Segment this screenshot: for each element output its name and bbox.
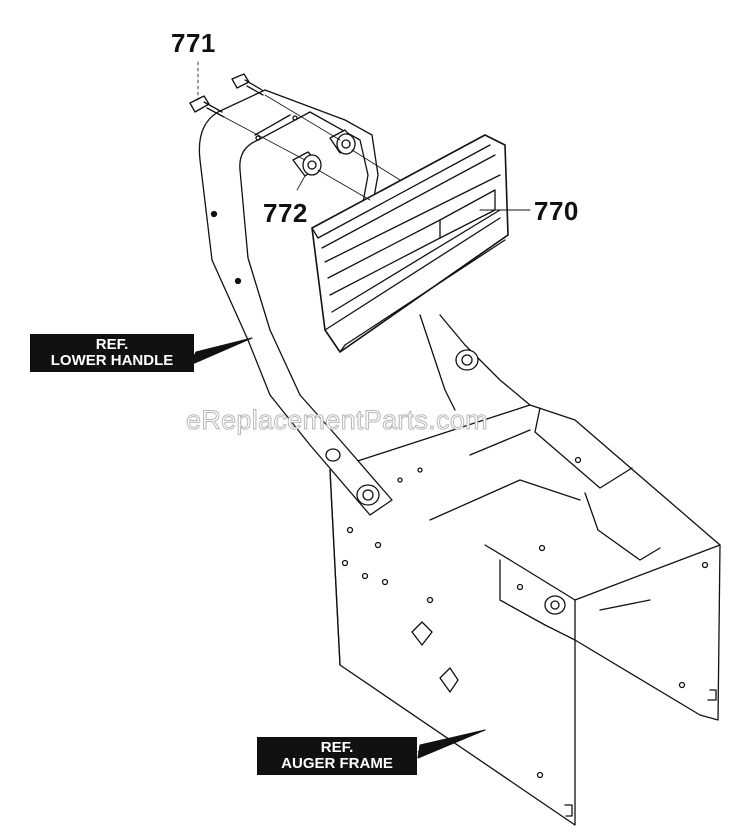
auger-frame	[329, 404, 721, 826]
ref-lower-handle-label: REF. LOWER HANDLE	[30, 334, 194, 372]
spacers-772	[292, 129, 356, 177]
leader-lines	[189, 209, 531, 759]
ref-lower-handle-line1: REF.	[95, 336, 129, 353]
ref-auger-frame-label: REF. AUGER FRAME	[257, 737, 417, 775]
watermark-text: eReplacementParts.com	[186, 405, 489, 436]
lower-handle	[198, 89, 393, 516]
assembly-guides	[197, 61, 401, 201]
callout-771: 771	[171, 28, 216, 58]
callout-770: 770	[534, 196, 579, 226]
bolts-771	[189, 73, 264, 118]
panel-770	[311, 134, 509, 353]
ref-lower-handle-line2: LOWER HANDLE	[50, 352, 174, 369]
ref-auger-frame-line1: REF.	[320, 739, 354, 756]
ref-auger-frame-line2: AUGER FRAME	[281, 755, 393, 772]
handle-support-arm	[419, 314, 531, 411]
callout-772: 772	[263, 198, 308, 228]
